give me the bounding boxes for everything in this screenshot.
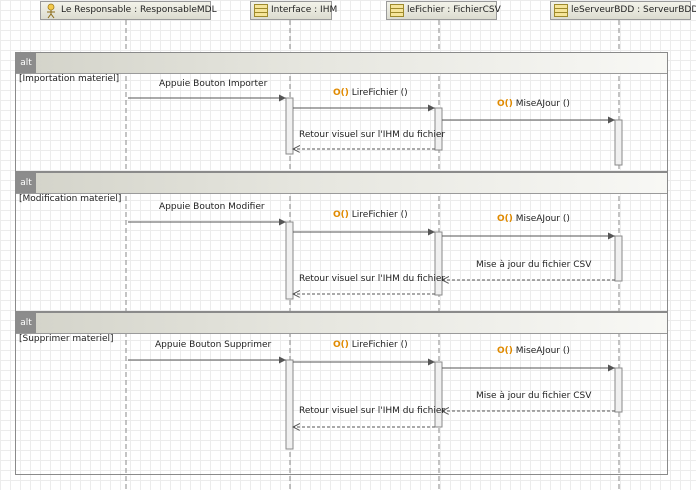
message-label: Retour visuel sur l'IHM du fichier [299, 274, 446, 284]
fragment-guard: [Modification materiel] [19, 194, 122, 204]
message-label: Mise à jour du fichier CSV [476, 391, 592, 401]
message-label: O() LireFichier () [333, 210, 408, 220]
message-label: O() MiseAJour () [497, 214, 570, 224]
lifeline-label: leFichier : FichierCSV [407, 5, 501, 15]
activation-bar [614, 235, 623, 282]
operation-icon: O() [333, 210, 349, 220]
alt-fragment-suppression[interactable]: alt [Supprimer materiel] [15, 312, 668, 475]
message-label: Appuie Bouton Importer [159, 79, 268, 89]
operation-icon: O() [333, 88, 349, 98]
message-label: O() LireFichier () [333, 340, 408, 350]
message-label: O() MiseAJour () [497, 346, 570, 356]
fragment-operator: alt [16, 53, 36, 73]
operation-icon: O() [333, 340, 349, 350]
activation-bar [285, 359, 294, 450]
lifeline-label: Le Responsable : ResponsableMDL [61, 5, 217, 15]
alt-fragment-importation[interactable]: alt [Importation materiel] [15, 52, 668, 172]
lifeline-header-bdd[interactable]: leServeurBDD : ServeurBDD [550, 1, 696, 20]
activation-bar [285, 97, 294, 155]
activation-bar [614, 367, 623, 413]
operation-icon: O() [497, 99, 513, 109]
alt-fragment-modification[interactable]: alt [Modification materiel] [15, 172, 668, 312]
message-label: Retour visuel sur l'IHM du fichier [299, 406, 446, 416]
message-label: O() MiseAJour () [497, 99, 570, 109]
fragment-header [16, 313, 667, 334]
actor-icon [47, 3, 55, 19]
class-icon [254, 4, 268, 17]
message-label: Mise à jour du fichier CSV [476, 260, 592, 270]
fragment-header [16, 53, 667, 74]
lifeline-header-actor[interactable]: Le Responsable : ResponsableMDL [40, 1, 217, 20]
activation-bar [614, 119, 623, 166]
activation-bar [434, 231, 443, 296]
lifeline-label: Interface : IHM [271, 5, 338, 15]
message-label: Appuie Bouton Supprimer [155, 340, 272, 350]
fragment-operator: alt [16, 173, 36, 193]
activation-bar [434, 107, 443, 151]
message-label: Appuie Bouton Modifier [159, 202, 265, 212]
activation-bar [434, 361, 443, 428]
lifeline-header-ihm[interactable]: Interface : IHM [250, 1, 337, 20]
lifeline-label: leServeurBDD : ServeurBDD [571, 5, 696, 15]
class-icon [554, 4, 568, 17]
message-label: O() LireFichier () [333, 88, 408, 98]
operation-icon: O() [497, 346, 513, 356]
class-icon [390, 4, 404, 17]
operation-icon: O() [497, 214, 513, 224]
fragment-guard: [Supprimer materiel] [19, 334, 114, 344]
fragment-header [16, 173, 667, 194]
fragment-operator: alt [16, 313, 36, 333]
message-label: Retour visuel sur l'IHM du fichier [299, 130, 446, 140]
activation-bar [285, 221, 294, 300]
fragment-guard: [Importation materiel] [19, 74, 120, 84]
lifeline-header-fichier[interactable]: leFichier : FichierCSV [386, 1, 501, 20]
